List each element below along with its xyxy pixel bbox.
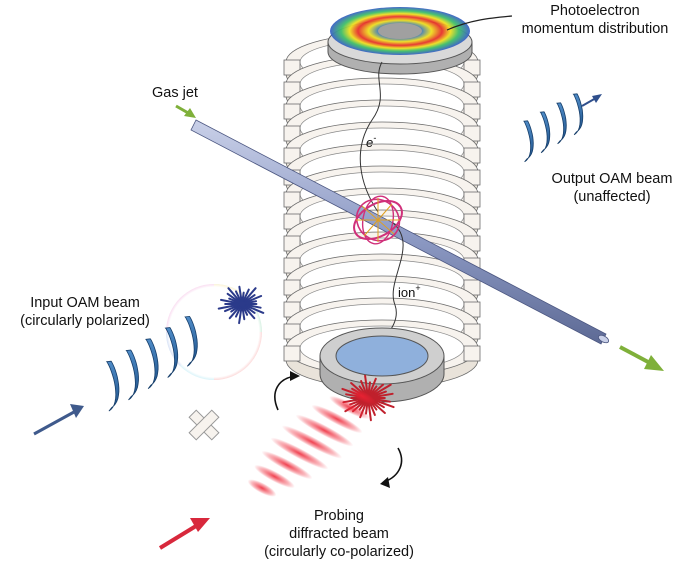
- probe-pulse: [311, 404, 363, 434]
- probe-pulse: [247, 479, 277, 497]
- helix-turn: [556, 102, 567, 145]
- photoelectron-detector: [327, 7, 473, 75]
- helix-turn: [164, 327, 179, 378]
- probe-pulse: [254, 464, 295, 489]
- probe-pulse: [270, 437, 329, 470]
- ion-detector: [319, 327, 445, 403]
- gas-jet-out-arrow: [619, 345, 664, 371]
- probe-pulse: [347, 387, 377, 405]
- probing-beam-label-line2: diffracted beam: [289, 526, 389, 542]
- spike-core: [239, 301, 245, 307]
- input-oam-label: Input OAM beam (circularly polarized): [2, 294, 168, 330]
- output-helix: [523, 93, 584, 163]
- photoelectron-label-line2: momentum distribution: [521, 21, 669, 37]
- electron-label: e-: [366, 133, 376, 150]
- gas-jet-label: Gas jet: [152, 85, 198, 101]
- rotation-arrow-left: [274, 375, 297, 411]
- helix-turn: [125, 349, 139, 401]
- probing-beam-arrow: [158, 518, 210, 550]
- probe-pulse: [261, 450, 313, 480]
- gas-jet: [190, 119, 610, 345]
- input-oam-beam: [105, 283, 262, 412]
- helix-turn: [184, 315, 198, 367]
- output-oam-label-line2: (unaffected): [573, 189, 651, 205]
- output-oam-donut: [546, 66, 634, 154]
- probe-pulse: [329, 395, 370, 420]
- probing-beam-label-line3: (circularly co-polarized): [264, 544, 414, 560]
- probing-beam-pulses: [247, 387, 377, 497]
- probing-beam-label-line1: Probing: [314, 508, 364, 524]
- photoelectron-leader-line: [446, 15, 513, 31]
- electron-trajectory: [359, 61, 383, 213]
- probe-pulse: [295, 414, 354, 447]
- input-oam-label-line1: Input OAM beam: [30, 295, 140, 311]
- helix-turn: [572, 93, 584, 136]
- rotation-arrow-left-head: [290, 371, 300, 381]
- output-oam-label: Output OAM beam (unaffected): [544, 170, 680, 206]
- input-beam-arrow: [33, 404, 84, 436]
- output-oam-beam: [523, 66, 634, 163]
- input-helix: [105, 315, 198, 412]
- ion-label: ion+: [398, 283, 421, 300]
- input-oam-label-line2: (circularly polarized): [20, 313, 150, 329]
- rotation-arrow-right-head: [380, 477, 390, 488]
- no-overlap-cross: [188, 409, 220, 441]
- output-beam-arrow: [581, 94, 602, 107]
- probing-beam-label: Probing diffracted beam (circularly co-p…: [244, 507, 434, 561]
- probe-pulse: [281, 425, 343, 459]
- helix-turn: [105, 360, 120, 412]
- rotation-arrow-right: [383, 447, 403, 483]
- photoelectron-label: Photoelectron momentum distribution: [520, 2, 670, 38]
- interaction-orbit: [353, 195, 403, 245]
- photoelectron-label-line1: Photoelectron: [550, 3, 640, 19]
- polarization-glyph-blue: [217, 285, 265, 325]
- helix-turn: [523, 120, 534, 163]
- gas-jet-in-arrow: [175, 104, 196, 118]
- helix-turn: [145, 338, 159, 390]
- output-oam-label-line1: Output OAM beam: [551, 171, 673, 187]
- helix-turn: [539, 111, 551, 154]
